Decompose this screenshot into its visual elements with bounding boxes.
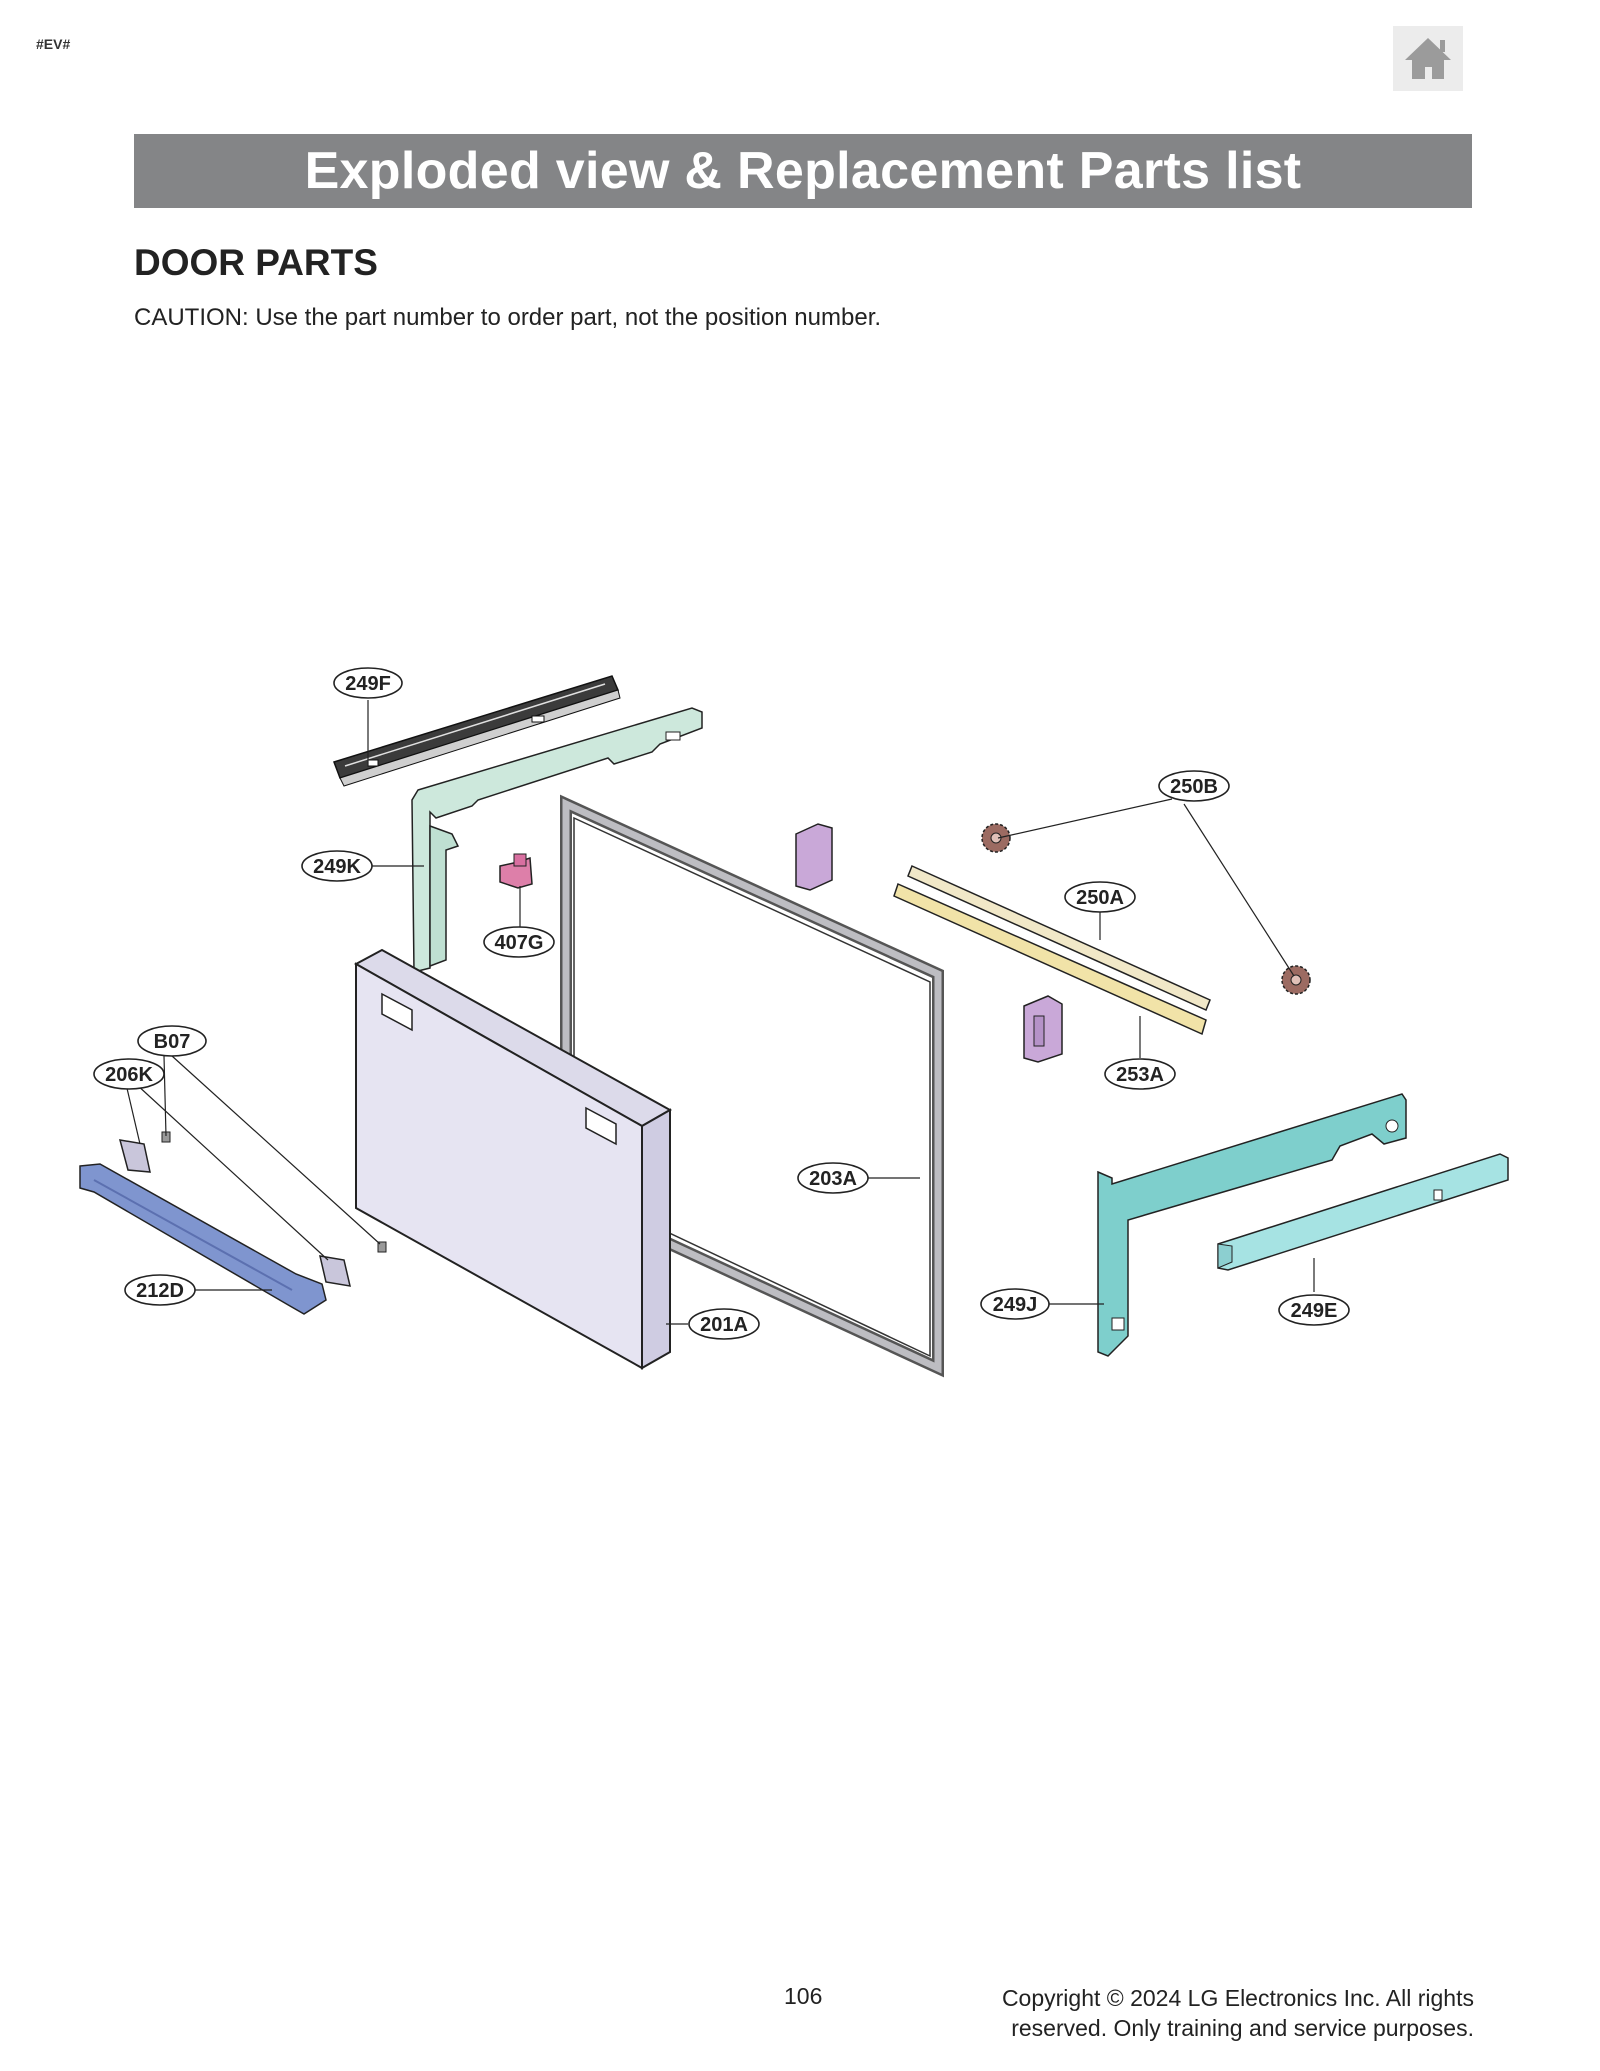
callout-249E: 249E	[1278, 1294, 1350, 1326]
part-212D-handle	[79, 1163, 327, 1315]
part-250B-gear-upper	[981, 823, 1011, 853]
label-212D: 212D	[136, 1280, 184, 1302]
callout-249F: 249F	[333, 667, 403, 699]
callout-253A: 253A	[1104, 1058, 1176, 1090]
label-407G: 407G	[495, 932, 544, 954]
label-206K: 206K	[105, 1064, 153, 1086]
part-250B-gear-lower	[1281, 965, 1311, 995]
part-250A-rod	[907, 864, 1211, 1012]
part-253A-rod	[893, 882, 1207, 1036]
callout-249K: 249K	[301, 850, 373, 882]
part-206K-cap	[118, 1139, 351, 1287]
label-203A: 203A	[809, 1168, 857, 1190]
label-249K: 249K	[313, 856, 361, 878]
label-249J: 249J	[993, 1294, 1038, 1316]
callout-206K: 206K	[93, 1058, 165, 1090]
callout-249J: 249J	[980, 1288, 1050, 1320]
label-253A: 253A	[1116, 1064, 1164, 1086]
page-number: 106	[784, 1983, 823, 2009]
leader-lines	[125, 700, 1315, 1325]
section-title: DOOR PARTS	[134, 242, 378, 283]
home-icon	[1405, 38, 1451, 79]
callout-203A: 203A	[797, 1162, 869, 1194]
callout-212D: 212D	[124, 1274, 196, 1306]
part-249E-slide-rail	[1217, 1153, 1509, 1271]
callout-250A: 250A	[1064, 881, 1136, 913]
label-249F: 249F	[345, 673, 391, 695]
callout-201A: 201A	[688, 1308, 760, 1340]
copyright-line-2: reserved. Only training and service purp…	[1011, 2015, 1474, 2041]
home-button[interactable]	[1393, 26, 1463, 91]
callout-B07: B07	[137, 1025, 207, 1057]
part-407G-clip	[499, 853, 533, 889]
part-clip-upper	[795, 823, 833, 891]
part-201A-door-panel	[353, 948, 673, 1370]
label-201A: 201A	[700, 1314, 748, 1336]
page-tag: #EV#	[36, 36, 71, 52]
part-249J-door-bracket	[1097, 1093, 1407, 1357]
copyright-line-1: Copyright © 2024 LG Electronics Inc. All…	[1001, 1985, 1474, 2011]
callout-250B: 250B	[1158, 770, 1230, 802]
part-249K-door-bracket	[411, 707, 703, 973]
callout-407G: 407G	[483, 926, 555, 958]
part-clip-lower	[1023, 995, 1063, 1063]
caution-note: CAUTION: Use the part number to order pa…	[134, 304, 882, 331]
label-249E: 249E	[1291, 1300, 1338, 1322]
page-title: Exploded view & Replacement Parts list	[134, 134, 1472, 208]
label-B07: B07	[154, 1031, 191, 1053]
part-249F-slide-rail	[333, 675, 621, 787]
copyright-notice: Copyright © 2024 LG Electronics Inc. All…	[1002, 1983, 1474, 2043]
label-250A: 250A	[1076, 887, 1124, 909]
label-250B: 250B	[1170, 776, 1218, 798]
